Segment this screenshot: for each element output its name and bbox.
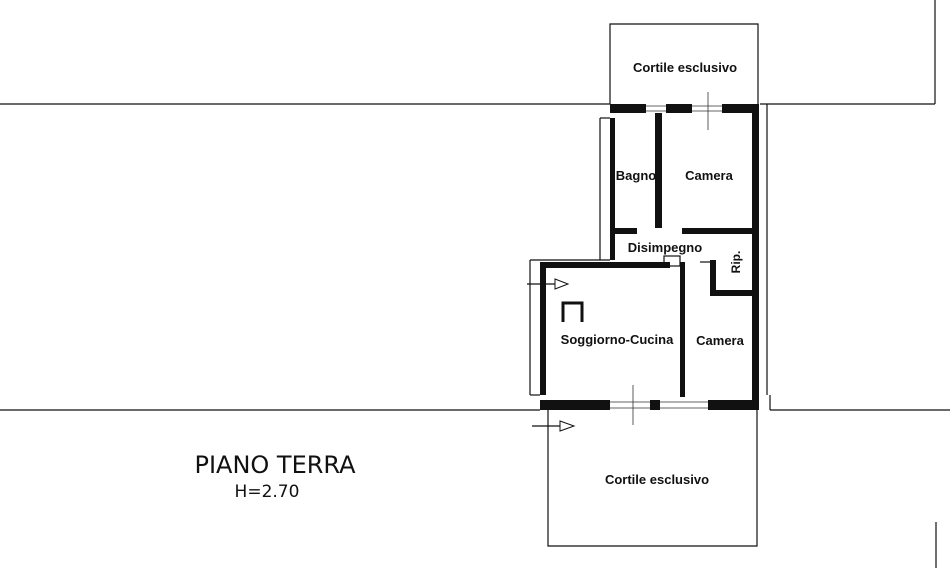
room-label-ripostiglio: Rip. [729,251,743,274]
room-label-camera-top: Camera [685,168,733,183]
room-label-soggiorno-cucina: Soggiorno-Cucina [561,332,674,347]
courtyard-bottom-label: Cortile esclusivo [605,472,709,487]
entry-arrow-top [527,278,570,290]
room-label-disimpegno: Disimpegno [628,240,702,255]
floor-title: PIANO TERRA [194,451,356,479]
apartment-walls [529,92,771,425]
courtyard-top-label: Cortile esclusivo [633,60,737,75]
courtyard-bottom: Cortile esclusivo [547,410,758,547]
room-label-camera-bottom: Camera [696,333,744,348]
courtyard-top: Cortile esclusivo [609,23,759,104]
entry-arrow-bottom [532,420,576,432]
floor-height: H=2.70 [235,482,300,502]
room-label-bagno: Bagno [616,168,657,183]
